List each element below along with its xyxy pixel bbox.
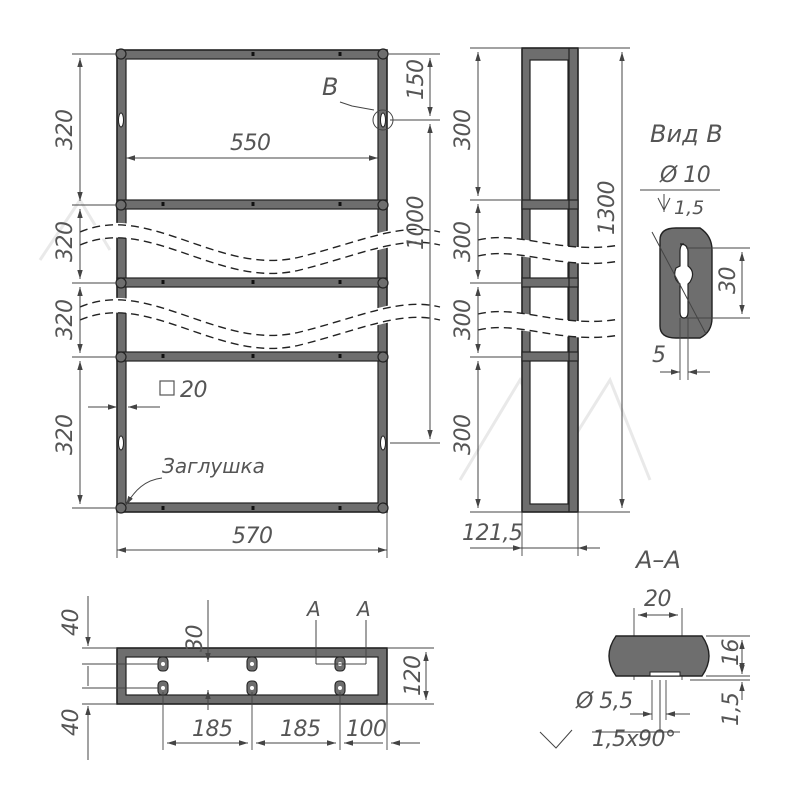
leader — [339, 101, 375, 111]
hole-depth-dim: 1,5 — [674, 197, 704, 219]
plug-label: Заглушка — [162, 454, 265, 478]
keyhole-icon — [118, 112, 386, 451]
detail-b-view: Вид B Ø 10 1,5 30 5 — [640, 120, 750, 380]
slot-width-dim: 5 — [652, 343, 666, 368]
bar-marks — [161, 52, 342, 510]
side-height-dim-2: 300 — [451, 222, 476, 263]
front-height-dims: 320 320 320 320 — [53, 53, 117, 509]
side-height-dim-4: 300 — [451, 415, 476, 456]
overall-depth-dim: 120 — [401, 656, 426, 697]
inner-width-dim: 550 — [230, 131, 271, 156]
section-aa-title: A–A — [634, 546, 681, 574]
hole-diameter-dim: Ø 10 — [659, 163, 710, 188]
slot-length-dim: 30 — [716, 267, 741, 294]
height-dim-2: 320 — [53, 222, 78, 263]
plugs — [115, 48, 389, 514]
plan-bottom-margin-dim: 40 — [59, 709, 84, 736]
section-slot — [649, 671, 681, 677]
keyhole-icon — [674, 243, 694, 319]
depth-dim: 121,5 — [462, 521, 522, 546]
mount-spacing-dim: 1000 — [404, 196, 429, 250]
height-dim-4: 320 — [53, 415, 78, 456]
section-body — [608, 635, 710, 677]
section-width-dim: 20 — [644, 587, 671, 612]
side-height-dim-1: 300 — [451, 110, 476, 151]
profile-dim: 20 — [180, 378, 207, 403]
plan-view: 40 40 30 A A 120 185 185 — [59, 596, 434, 760]
side-crossbar — [521, 277, 579, 288]
height-dim-3: 320 — [53, 300, 78, 341]
section-wall-dim: 1,5 — [719, 693, 744, 727]
spacing-dim-1: 185 — [192, 717, 233, 742]
top-offset-dim: 150 — [404, 60, 429, 101]
front-view: B 320 320 320 320 550 — [53, 48, 441, 558]
bracket-offset-dim: 30 — [183, 625, 208, 652]
section-marker-right: A — [355, 597, 371, 621]
section-aa-view: A–A 20 16 1,5 Ø 5,5 1,5x90° — [539, 546, 750, 752]
detail-b-title: Вид B — [650, 120, 723, 148]
section-marker-left: A — [305, 597, 321, 621]
front-right-dims: 150 1000 — [387, 53, 440, 444]
plan-left-dims: 40 40 — [59, 596, 158, 760]
side-height-dim-3: 300 — [451, 300, 476, 341]
side-view: 300 300 300 300 1300 121,5 — [451, 47, 630, 556]
plan-top-margin-dim: 40 — [59, 609, 84, 636]
section-chamfer-dim: 1,5x90° — [592, 727, 676, 752]
edge-offset-dim: 100 — [346, 717, 387, 742]
break-lines — [79, 222, 441, 350]
section-height-dim: 16 — [719, 639, 744, 666]
outer-width-dim: 570 — [232, 524, 273, 549]
height-dim-1: 320 — [53, 110, 78, 151]
side-crossbar — [521, 199, 579, 210]
plan-bottom-dims: 185 185 100 — [162, 692, 420, 750]
total-height-dim: 1300 — [595, 181, 620, 235]
side-break-lines — [477, 236, 621, 339]
side-height-dims: 300 300 300 300 — [451, 47, 522, 513]
spacing-dim-2: 185 — [280, 717, 321, 742]
section-hole-dim: Ø 5,5 — [575, 689, 633, 714]
square-profile-icon — [159, 380, 175, 396]
view-marker-b: B — [322, 73, 338, 101]
side-crossbar — [521, 351, 579, 362]
